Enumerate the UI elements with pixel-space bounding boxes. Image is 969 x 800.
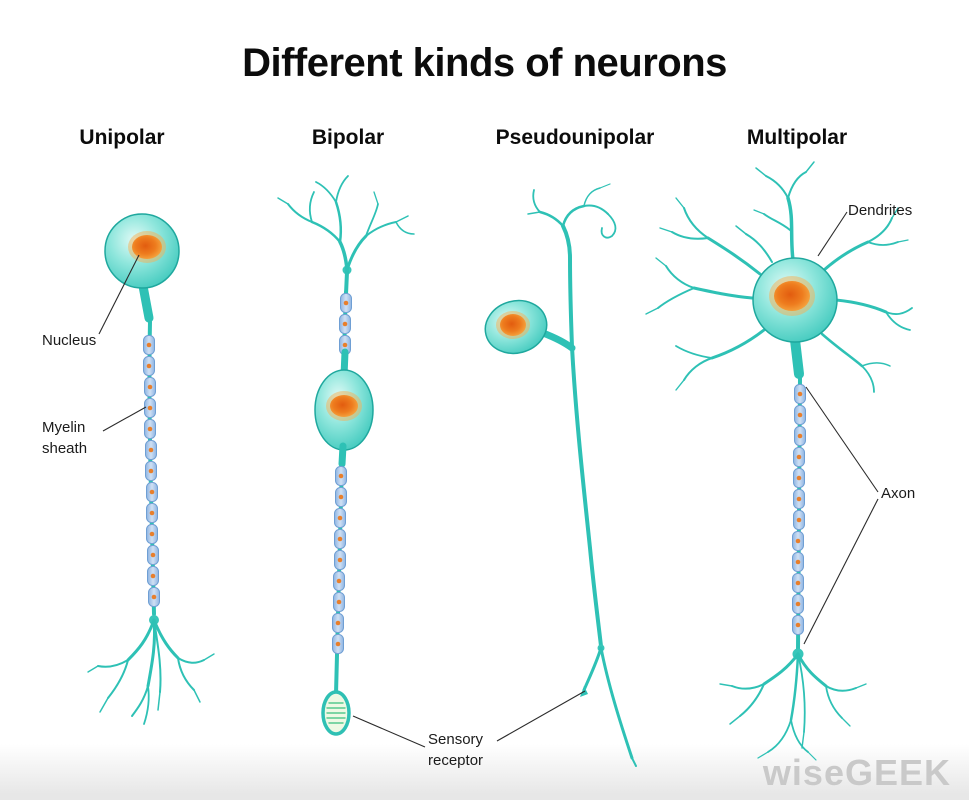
bipolar-neuron	[277, 175, 415, 736]
pseudounipolar-central-process	[570, 345, 603, 648]
multipolar-neuron	[645, 161, 913, 761]
bipolar-upper-myelin	[339, 293, 352, 355]
annotation-nucleus: Nucleus	[42, 332, 97, 349]
unipolar-hillock	[138, 281, 154, 323]
bipolar-sensory-receptor	[321, 690, 351, 736]
unipolar-terminal-branches	[87, 615, 215, 725]
unipolar-neuron	[87, 213, 215, 725]
bipolar-lower-myelin	[332, 466, 347, 654]
multipolar-nucleus	[769, 276, 815, 316]
neuron-type-label-multipolar: Multipolar	[746, 126, 848, 149]
neuron-type-label-unipolar: Unipolar	[79, 126, 165, 149]
bipolar-nucleus	[326, 391, 362, 421]
pseudounipolar-bottom-branches	[580, 644, 637, 767]
callout-lines	[98, 211, 879, 748]
pseudounipolar-top-branches	[527, 183, 617, 239]
sensory-right-callout-line	[496, 690, 586, 742]
myelin-callout-line	[102, 406, 147, 432]
multipolar-terminal-branches	[719, 648, 867, 761]
neuron-type-label-bipolar: Bipolar	[311, 126, 385, 149]
pseudounipolar-peripheral-process	[561, 224, 574, 349]
pseudounipolar-stalk	[539, 329, 576, 352]
bipolar-dendrite-branches	[277, 175, 415, 275]
axon-lower-callout-line	[803, 498, 879, 645]
nucleus-callout-line	[98, 254, 140, 335]
axon-upper-callout-line	[805, 386, 879, 493]
watermark: wiseGEEK	[762, 752, 951, 793]
annotation-dendrites: Dendrites	[848, 202, 913, 219]
multipolar-hillock	[790, 335, 804, 379]
unipolar-nucleus	[128, 231, 166, 263]
pseudounipolar-neuron	[484, 183, 637, 767]
page-title: Different kinds of neurons	[242, 40, 727, 85]
sensory-left-callout-line	[352, 715, 426, 748]
footer-band	[0, 744, 969, 800]
neuron-type-label-pseudounipolar: Pseudounipolar	[495, 126, 655, 149]
annotation-axon: Axon	[881, 485, 916, 502]
annotation-sensory-receptor: Sensory receptor	[428, 731, 484, 769]
dendrites-callout-line	[817, 211, 848, 257]
pseudounipolar-nucleus	[496, 311, 530, 339]
annotation-myelin-sheath: Myelin sheath	[42, 419, 88, 457]
multipolar-dendrite-branches	[645, 161, 913, 393]
